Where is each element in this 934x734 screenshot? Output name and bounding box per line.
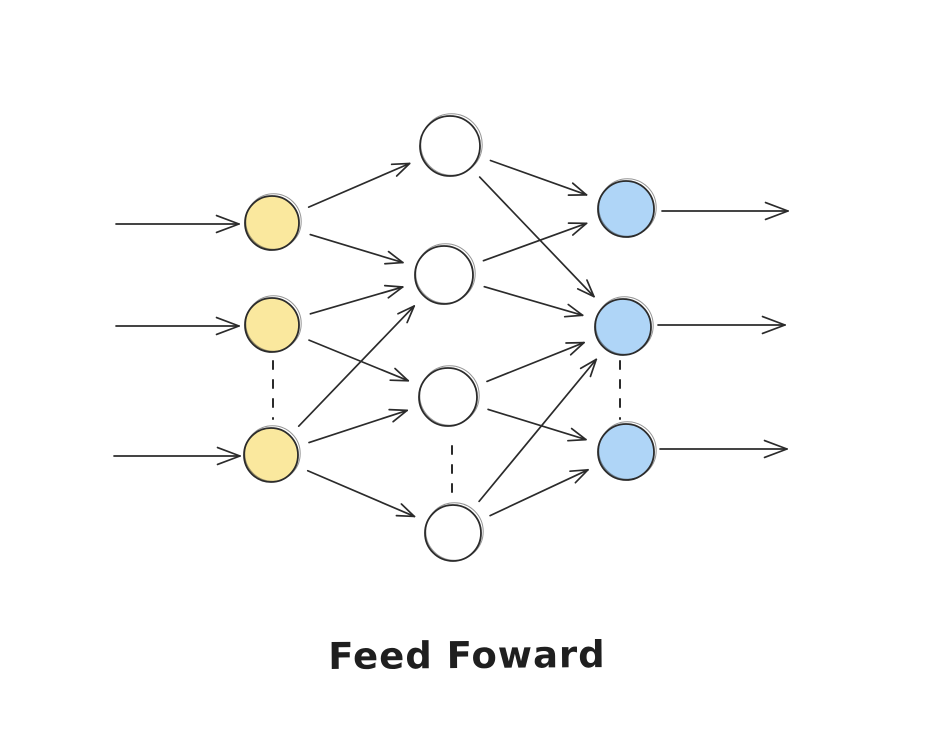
edge-in3-h3-shaft: [308, 409, 408, 444]
hidden-node-h4-sketch: [425, 502, 484, 561]
input-arrow-2-head: [215, 325, 240, 336]
edge-in3-h4-head: [395, 514, 416, 518]
edge-h1-out1-shaft: [489, 159, 588, 196]
output-arrow-1-head: [764, 201, 789, 212]
hidden-node-h1: [419, 115, 481, 177]
edge-h2-out2-head: [567, 303, 584, 317]
input-node-in1: [244, 195, 300, 251]
edge-h3-out3-head: [570, 427, 587, 441]
hidden-node-h1-sketch: [420, 113, 483, 176]
edge-h4-out3-head: [574, 468, 589, 484]
output-node-out3: [597, 423, 655, 481]
output-node-out2-sketch: [595, 296, 654, 355]
hidden-node-h3-sketch: [419, 365, 480, 426]
edge-h4-out3-shaft: [489, 468, 589, 517]
edge-in1-h1-shaft: [307, 162, 411, 208]
edge-in2-h3-head: [389, 379, 410, 382]
output-arrow-3-head: [763, 448, 788, 459]
edge-h2-out1-head: [571, 222, 588, 236]
output-node-out1: [597, 180, 655, 238]
edge-in1-h1-head: [390, 162, 411, 166]
edge-in1-h2-head: [384, 261, 404, 265]
edge-h3-out3-head: [567, 438, 587, 442]
input-node-in1-sketch: [245, 193, 302, 250]
input-arrow-2-head: [215, 316, 240, 327]
input-arrow-1-head: [215, 223, 240, 234]
edge-h3-out2-shaft: [486, 341, 585, 383]
edge-h3-out2-head: [569, 341, 585, 356]
output-arrow-3-head: [763, 439, 788, 450]
hidden-node-h4: [424, 504, 482, 562]
diagram-title: Feed Foward: [328, 633, 606, 678]
input-node-in2: [244, 297, 300, 353]
edge-h1-out2-shaft: [478, 176, 595, 298]
edge-in2-h3-shaft: [308, 339, 410, 382]
edge-h1-out2-head: [576, 287, 595, 298]
output-node-out2: [594, 298, 652, 356]
edge-in2-h2-shaft: [309, 286, 404, 315]
edge-in2-h2-head: [387, 286, 404, 299]
input-arrow-3-head: [216, 446, 241, 457]
edge-h3-out3-shaft: [487, 408, 587, 441]
output-node-out1-sketch: [598, 178, 657, 237]
edge-h4-out3-head: [569, 468, 589, 473]
hidden-node-h3: [418, 367, 478, 427]
edge-in3-h2-head: [406, 305, 416, 324]
hidden-node-h2: [414, 245, 474, 305]
edge-h4-out2-head: [579, 358, 598, 370]
edge-in1-h1-head: [395, 162, 411, 177]
input-node-in3: [243, 427, 299, 483]
edge-in3-h3-head: [392, 409, 408, 423]
input-arrow-3-head: [216, 455, 241, 466]
edge-h1-out1-head: [571, 182, 588, 196]
edge-in1-h2-shaft: [309, 233, 404, 264]
edge-h2-out1-shaft: [482, 222, 588, 262]
edge-in3-h2-head: [397, 305, 416, 315]
edge-in3-h2-shaft: [297, 305, 416, 428]
output-node-out3-sketch: [598, 421, 657, 480]
input-arrow-1-head: [215, 214, 240, 225]
edge-h2-out2-head: [563, 314, 584, 318]
input-node-in3-sketch: [244, 425, 301, 482]
edge-h4-out2-shaft: [478, 358, 598, 503]
edge-h2-out2-shaft: [483, 285, 584, 317]
edge-h1-out2-head: [586, 279, 595, 298]
output-arrow-1-head: [764, 210, 789, 221]
output-arrow-2-head: [761, 315, 786, 326]
edge-in1-h2-head: [387, 250, 404, 264]
edge-in2-h2-head: [383, 284, 404, 288]
hidden-node-h2-sketch: [415, 243, 476, 304]
output-arrow-2-head: [761, 324, 786, 335]
input-node-in2-sketch: [245, 295, 302, 352]
edge-in3-h4-shaft: [306, 469, 416, 518]
edge-in3-h4-head: [400, 503, 416, 518]
edge-in3-h3-head: [388, 408, 408, 412]
edge-in2-h3-head: [394, 367, 410, 382]
edge-h4-out2-head: [589, 358, 598, 378]
